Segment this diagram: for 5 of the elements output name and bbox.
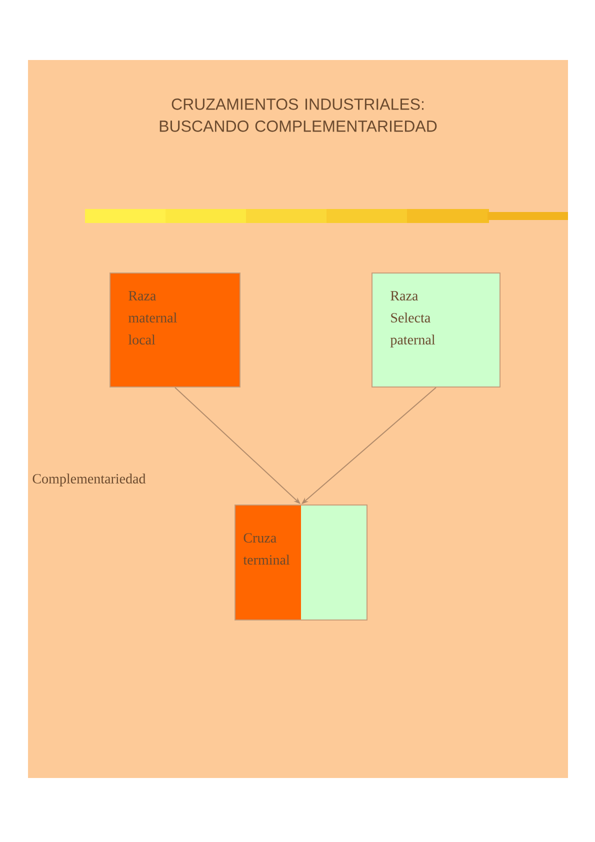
title: CRUZAMIENTOS INDUSTRIALES: BUSCANDO COMPLEMENTARIEDAD [160, 98, 437, 132]
breed-box: Raza Selecta paternal [372, 272, 500, 388]
side-label: Complementariedad [32, 474, 146, 486]
breed-box: Cruza terminal [234, 504, 368, 620]
breed-box: Raza maternal local [110, 272, 240, 388]
